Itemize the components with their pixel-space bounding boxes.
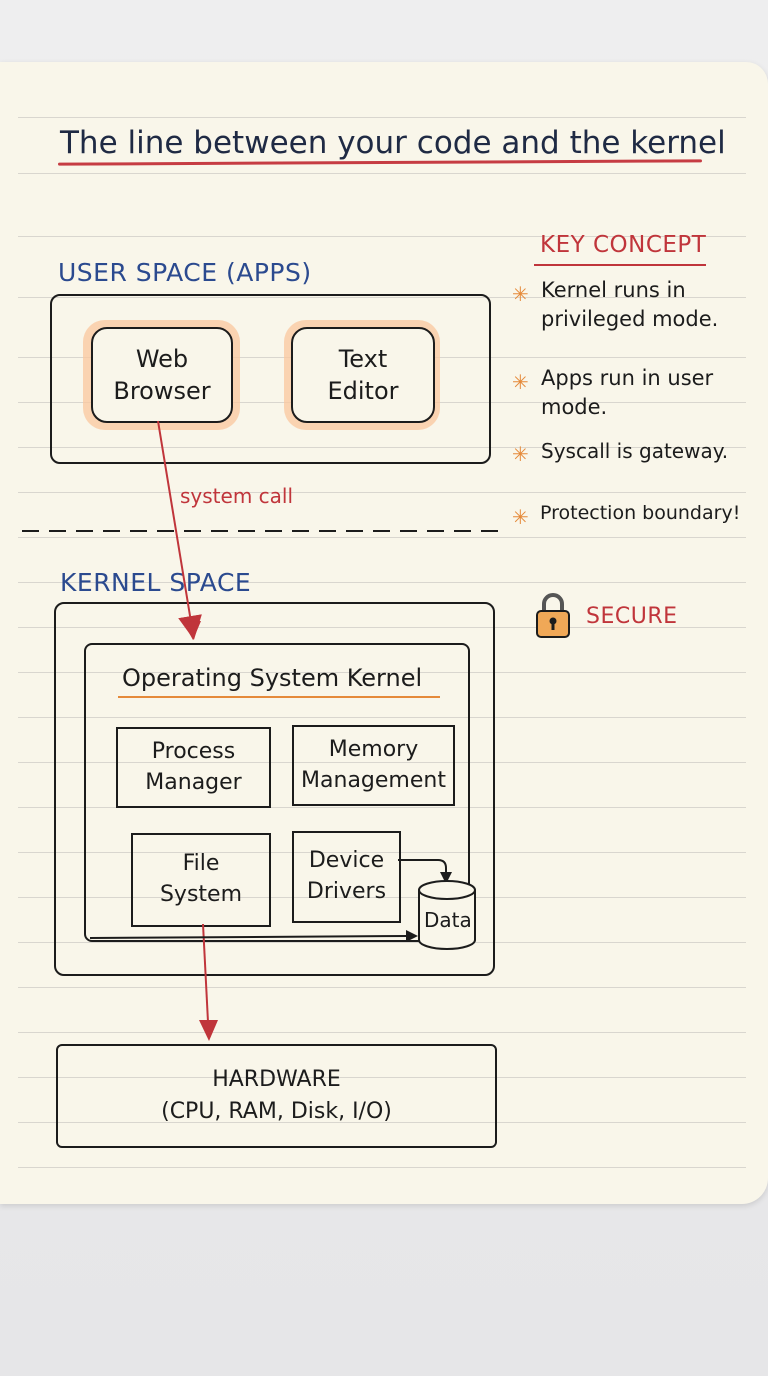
asterisk-bullet-icon: ✳ [512,282,529,306]
hardware-box: HARDWARE (CPU, RAM, Disk, I/O) [56,1044,497,1148]
ruled-line [18,236,746,237]
padlock-icon [536,593,570,638]
ruled-line [18,762,746,763]
asterisk-bullet-icon: ✳ [512,505,529,529]
os-kernel-title: Operating System Kernel [122,664,423,692]
asterisk-bullet-icon: ✳ [512,370,529,394]
module-label-line2: Manager [145,769,242,795]
hardware-components: (CPU, RAM, Disk, I/O) [161,1099,392,1124]
ruled-line [18,672,746,673]
ruled-line [18,987,746,988]
module-label-line1: File [182,851,220,877]
key-concept-item: Kernel runs in privileged mode. [541,278,719,332]
ruled-line [18,492,746,493]
module-label-line2: Drivers [306,879,387,904]
ruled-line [18,852,746,853]
asterisk-bullet-icon: ✳ [512,442,529,466]
key-concept-item: Protection boundary! [540,502,741,524]
ruled-line [18,582,746,583]
hardware-title: HARDWARE [212,1067,341,1093]
ruled-line [18,1122,746,1123]
module-label-line1: Device [308,848,385,874]
system-call-label: system call [180,484,294,508]
key-concept-item: Apps run in user mode. [541,366,714,420]
user-space-label: USER SPACE (APPS) [58,258,312,287]
ruled-line [18,173,746,174]
key-concept-item: Syscall is gateway. [541,439,729,463]
module-label-line2: Management [301,767,446,793]
kernel-to-data-arrowhead [406,930,418,942]
app-label-line2: Editor [327,377,399,405]
ruled-line [18,942,746,943]
ruled-line [18,447,746,448]
database-cylinder-icon [418,880,476,950]
module-label-line2: System [159,882,243,907]
drivers-to-data-arrow [398,859,447,874]
data-store-label: Data [424,908,472,932]
app-label-line2: Browser [113,377,211,405]
kernel-to-data-arrow [89,935,409,939]
system-call-arrow [157,420,202,640]
ruled-line [18,537,746,538]
ruled-line [18,1167,746,1168]
system-call-arrowhead [183,621,201,640]
user-space-box [50,294,491,464]
kernel-space-label: KERNEL SPACE [60,568,252,597]
ruled-line [18,1032,746,1033]
secure-label: SECURE [586,604,678,629]
page-title: The line between your code and the kerne… [60,125,726,161]
ruled-line [18,897,746,898]
drivers-to-data-arrowhead [440,872,452,884]
kernel-space-box [54,602,495,976]
hardware-arrowhead [199,1020,218,1041]
hardware-arrow [202,923,209,1023]
ruled-line [18,717,746,718]
ruled-line [18,117,746,118]
module-label-line1: Memory [328,736,419,762]
key-concept-title: KEY CONCEPT [540,232,707,258]
notebook-page [0,62,768,1204]
ruled-line [18,297,746,298]
kernel-title-underline [118,696,440,698]
app-label-line1: Web [135,344,189,373]
module-label-line1: Process [151,738,236,764]
os-kernel-box [84,643,470,942]
ruled-line [18,1077,746,1078]
ruled-line [18,807,746,808]
ruled-line [18,627,746,628]
app-label-line1: Text [338,344,388,373]
key-concept-underline [534,264,706,266]
